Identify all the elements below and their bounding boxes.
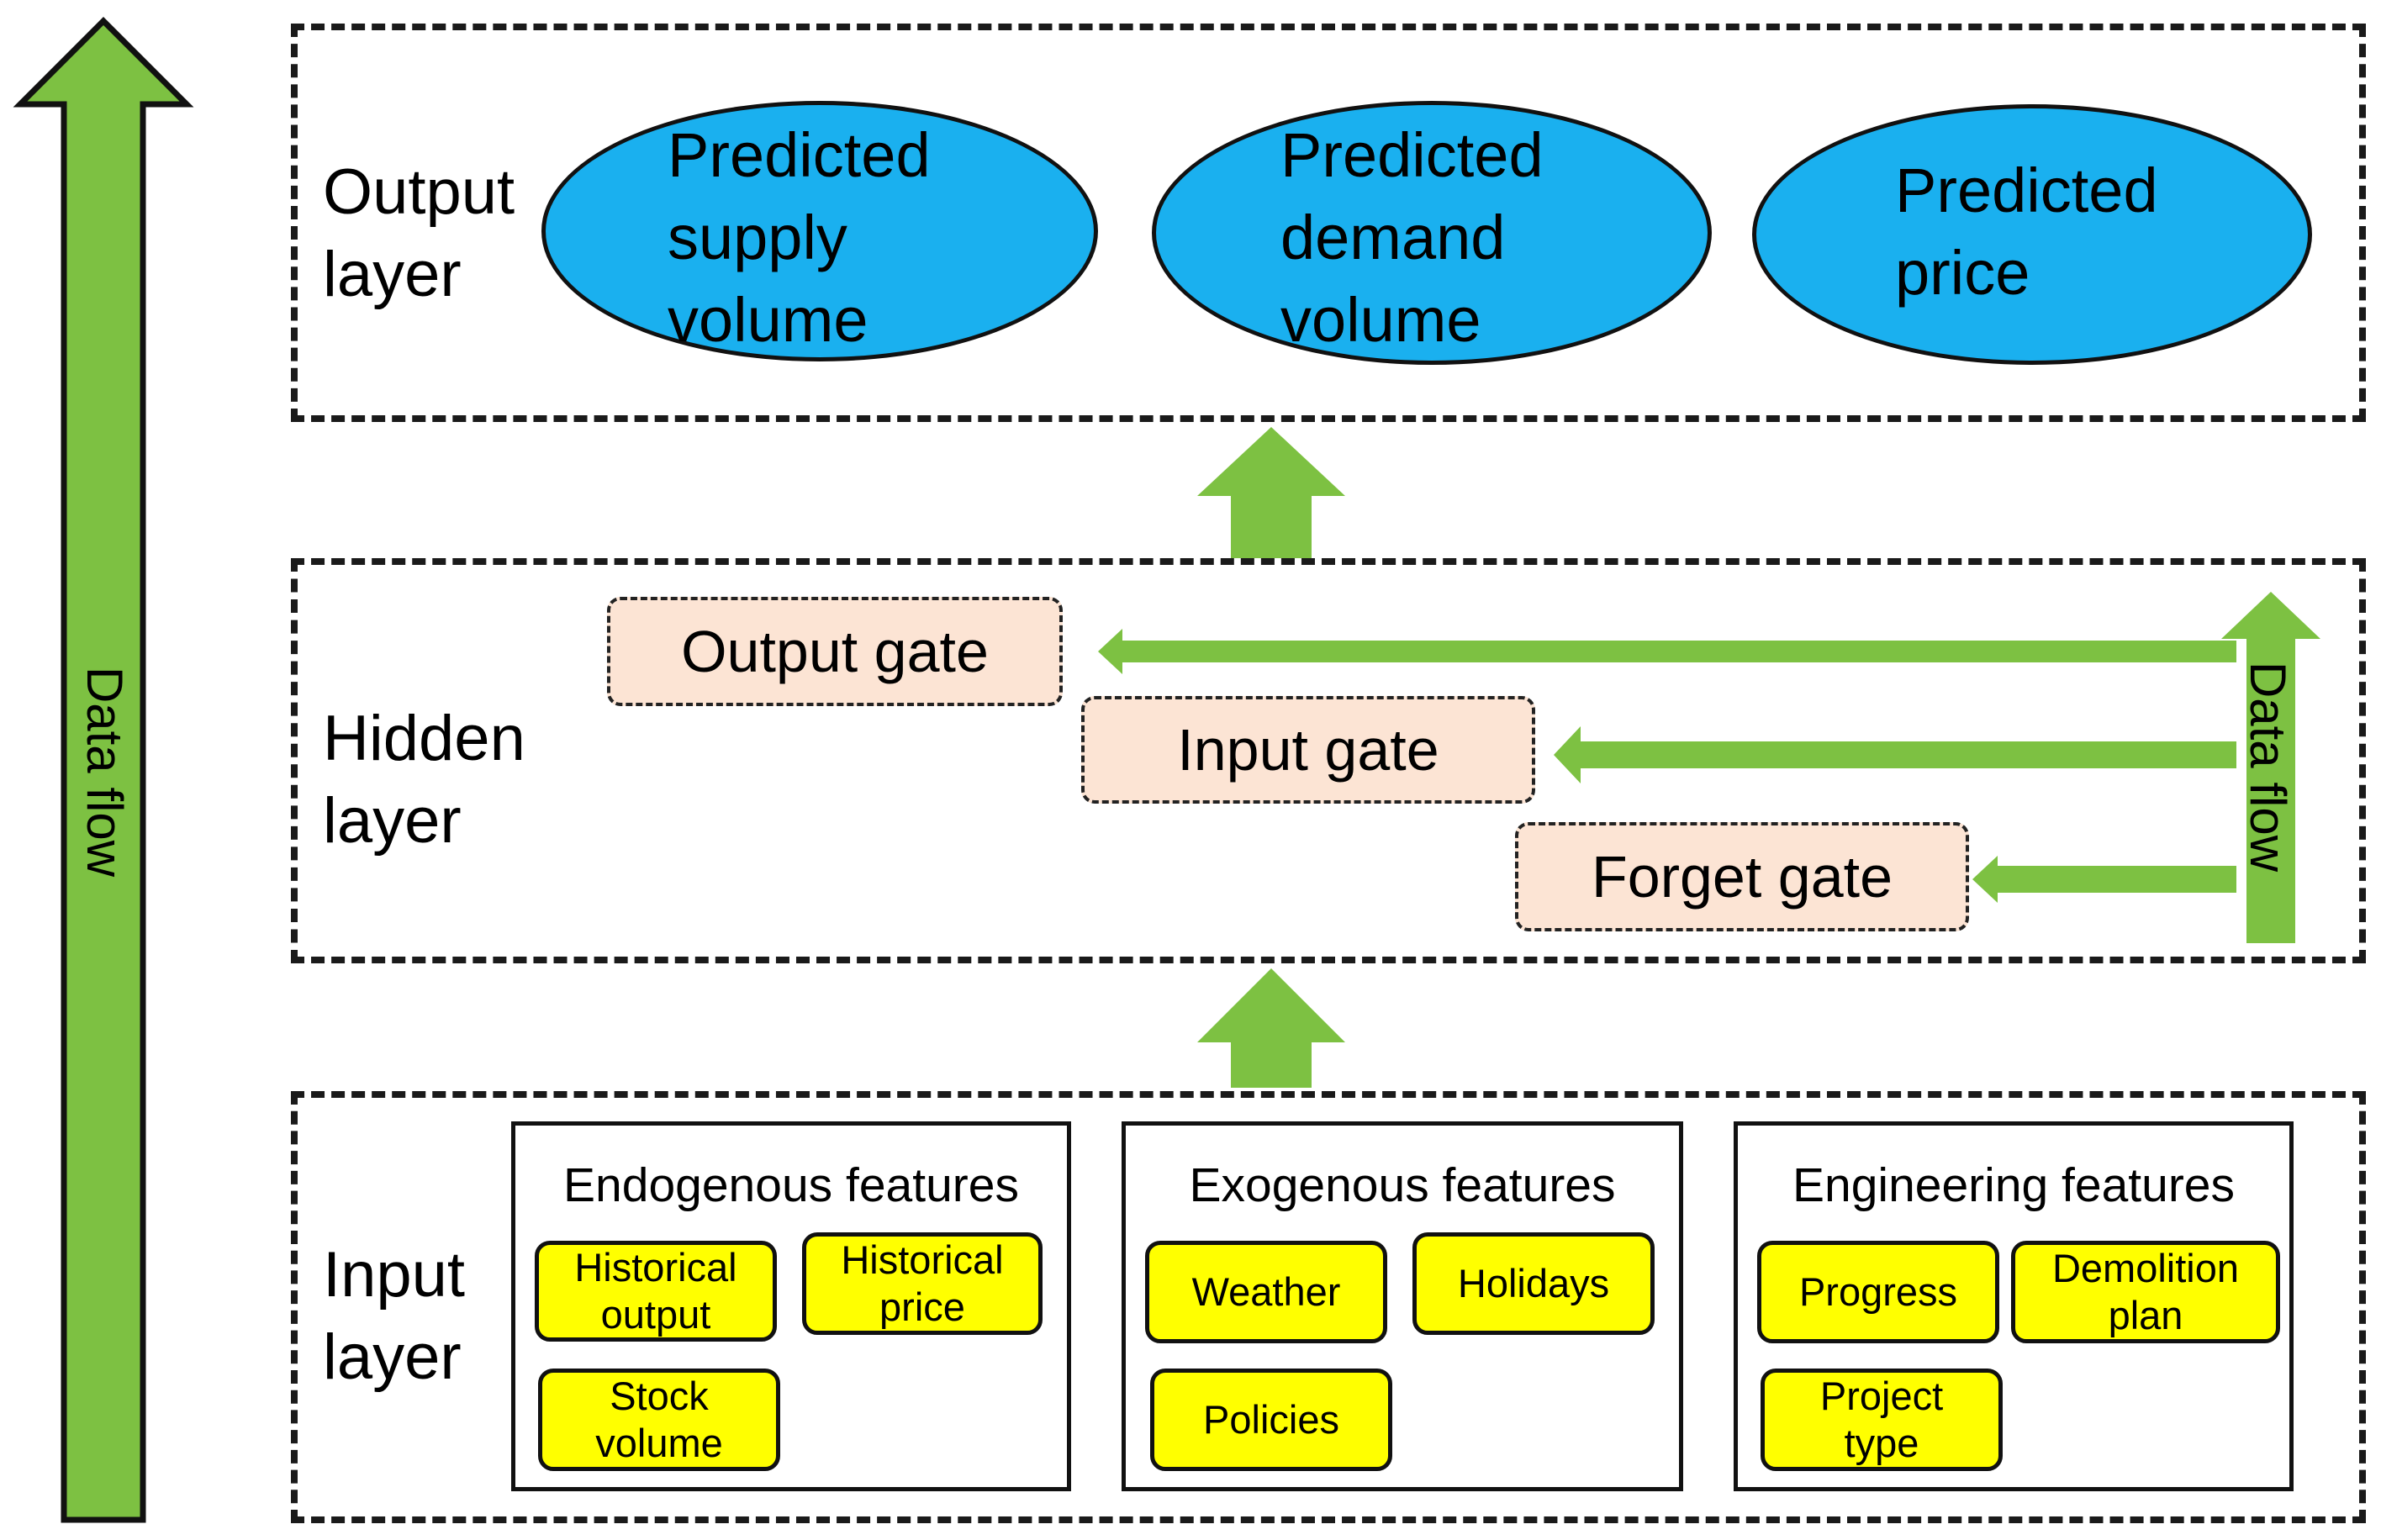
- input-gate: Input gate: [1081, 696, 1535, 804]
- weather-chip: Weather: [1145, 1241, 1387, 1343]
- hidden-layer-box: [291, 558, 2366, 963]
- predicted-demand-volume-node: [1152, 101, 1712, 365]
- arrow-to-input-gate: [1554, 726, 2236, 783]
- engineering-features-title: Engineering features: [1792, 1158, 2236, 1212]
- arrow-to-forget-gate: [1972, 856, 2236, 903]
- endogenous-features-group: Endogenous features: [511, 1121, 1071, 1491]
- output-layer-label: Output layer: [323, 156, 515, 310]
- historical-price-chip: Historical price: [802, 1232, 1043, 1335]
- hidden-data-flow-label: Data flow: [2240, 661, 2296, 873]
- progress-chip: Progress: [1757, 1241, 1999, 1343]
- predicted-price-label: Predicted price: [1895, 156, 2158, 308]
- output-layer-box: [291, 24, 2366, 422]
- exogenous-features-group: Exogenous features: [1122, 1121, 1683, 1491]
- forget-gate: Forget gate: [1515, 822, 1969, 931]
- input-to-hidden-arrow: [1197, 968, 1345, 1088]
- stock-volume-chip: Stock volume: [538, 1369, 780, 1471]
- exogenous-features-title: Exogenous features: [1189, 1158, 1616, 1212]
- hidden-data-flow-arrow: [2221, 592, 2320, 943]
- arrow-to-output-gate: [1098, 629, 2236, 674]
- hidden-layer-label: Hidden layer: [323, 703, 525, 857]
- output-gate: Output gate: [607, 597, 1063, 706]
- predicted-supply-volume-node: [541, 101, 1098, 361]
- hidden-to-output-arrow: [1197, 427, 1345, 558]
- historical-output-chip: Historical output: [535, 1241, 777, 1342]
- main-data-flow-arrow: [13, 17, 194, 1523]
- project-type-chip: Project type: [1761, 1369, 2003, 1471]
- demolition-plan-chip: Demolition plan: [2011, 1241, 2280, 1343]
- predicted-price-node: [1752, 104, 2312, 365]
- input-layer-box: [291, 1091, 2366, 1523]
- predicted-demand-volume-label: Predicted demand volume: [1280, 120, 1544, 355]
- holidays-chip: Holidays: [1412, 1232, 1655, 1335]
- engineering-features-group: Engineering features: [1734, 1121, 2294, 1491]
- predicted-supply-volume-label: Predicted supply volume: [668, 120, 931, 355]
- policies-chip: Policies: [1150, 1369, 1392, 1471]
- main-data-flow-label: Data flow: [77, 666, 133, 878]
- endogenous-features-title: Endogenous features: [563, 1158, 1019, 1212]
- input-layer-label: Input layer: [323, 1239, 466, 1393]
